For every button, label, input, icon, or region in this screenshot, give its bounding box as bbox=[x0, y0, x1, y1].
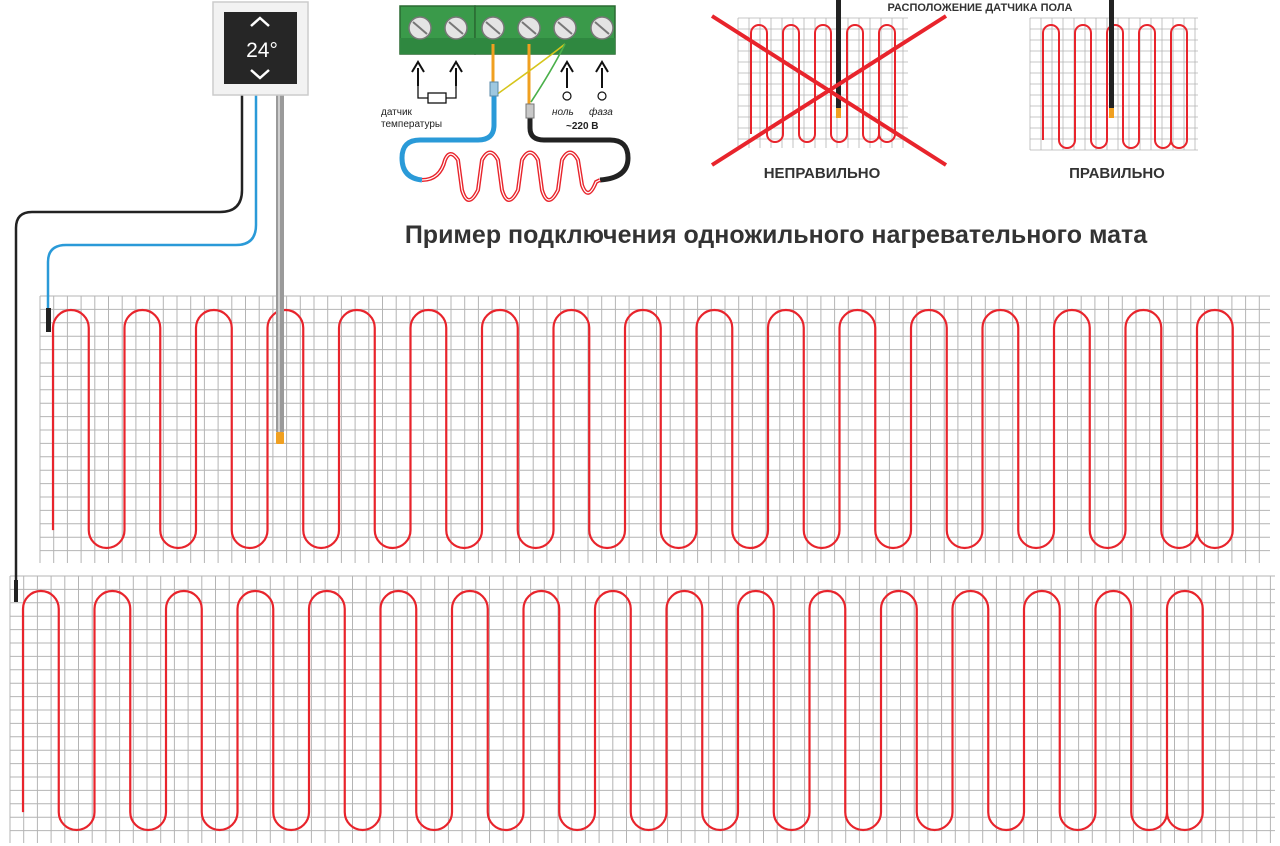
mat-grid-upper bbox=[39, 295, 1270, 563]
thermostat-temperature: 24° bbox=[246, 39, 278, 62]
ground-wire-1 bbox=[495, 43, 566, 96]
sample-heating-loops-inner bbox=[421, 151, 601, 201]
neutral-arrow bbox=[560, 60, 574, 88]
sensor-label-line2: температуры bbox=[381, 119, 442, 130]
screw-slot bbox=[448, 21, 464, 35]
main-title: Пример подключения одножильного нагреват… bbox=[405, 221, 1148, 249]
terminal-block bbox=[399, 5, 616, 55]
heating-cable-lower bbox=[21, 589, 1204, 832]
voltage-label: ~220 В bbox=[566, 121, 599, 132]
phase-label: фаза bbox=[589, 106, 613, 118]
sample-heating-loops bbox=[421, 150, 601, 202]
heating-cable-upper bbox=[51, 308, 1234, 550]
wrong-placement-cable bbox=[750, 24, 896, 143]
sample-cold-lead-blue bbox=[399, 94, 497, 183]
screw-slot bbox=[521, 21, 537, 35]
power-wire-end bbox=[14, 580, 18, 602]
chevron-down-icon bbox=[250, 69, 270, 80]
screw-slot bbox=[594, 21, 610, 35]
right-label: ПРАВИЛЬНО bbox=[1069, 165, 1165, 182]
mat-grid-lower bbox=[9, 575, 1275, 843]
neutral-label: ноль bbox=[552, 107, 574, 118]
screw-slot bbox=[412, 21, 428, 35]
thermostat-display bbox=[224, 12, 297, 84]
wrong-sensor-tip bbox=[836, 108, 841, 118]
wrong-placement-panel: НЕПРАВИЛЬНО bbox=[710, 0, 948, 182]
wrong-cross-icon bbox=[710, 14, 948, 167]
right-placement-cable bbox=[1042, 24, 1188, 149]
sensor-wire bbox=[46, 95, 258, 308]
sample-connector-left bbox=[489, 81, 499, 97]
thermostat: 24° bbox=[212, 1, 309, 96]
sensor-lead-arrow-2 bbox=[449, 60, 463, 86]
neutral-terminal-icon bbox=[562, 91, 572, 101]
sensor-label-line1: датчик bbox=[381, 107, 413, 118]
sample-cold-lead-black bbox=[527, 108, 631, 183]
screw-slot bbox=[557, 21, 573, 35]
sensor-wire-end bbox=[46, 308, 51, 332]
sample-connector-right bbox=[525, 103, 535, 119]
right-placement-panel: ПРАВИЛЬНО bbox=[1029, 0, 1198, 182]
wrong-label: НЕПРАВИЛЬНО bbox=[764, 165, 881, 182]
sensor-tip bbox=[276, 432, 284, 444]
screw-slot bbox=[485, 21, 501, 35]
phase-terminal-icon bbox=[597, 91, 607, 101]
chevron-up-icon bbox=[250, 16, 270, 27]
sensor-resistor-icon bbox=[427, 92, 447, 104]
sensor-position-title: РАСПОЛОЖЕНИЕ ДАТЧИКА ПОЛА bbox=[888, 2, 1073, 14]
sensor-resistor-link bbox=[417, 86, 457, 99]
ground-wire-2 bbox=[530, 43, 566, 103]
phase-arrow bbox=[595, 60, 609, 88]
right-sensor-tube bbox=[1109, 0, 1114, 110]
sensor-tube-highlight bbox=[278, 92, 280, 432]
power-wire bbox=[14, 95, 244, 600]
right-sensor-tip bbox=[1109, 108, 1114, 118]
sensor-lead-arrow bbox=[411, 60, 425, 86]
wrong-sensor-tube bbox=[836, 0, 841, 110]
